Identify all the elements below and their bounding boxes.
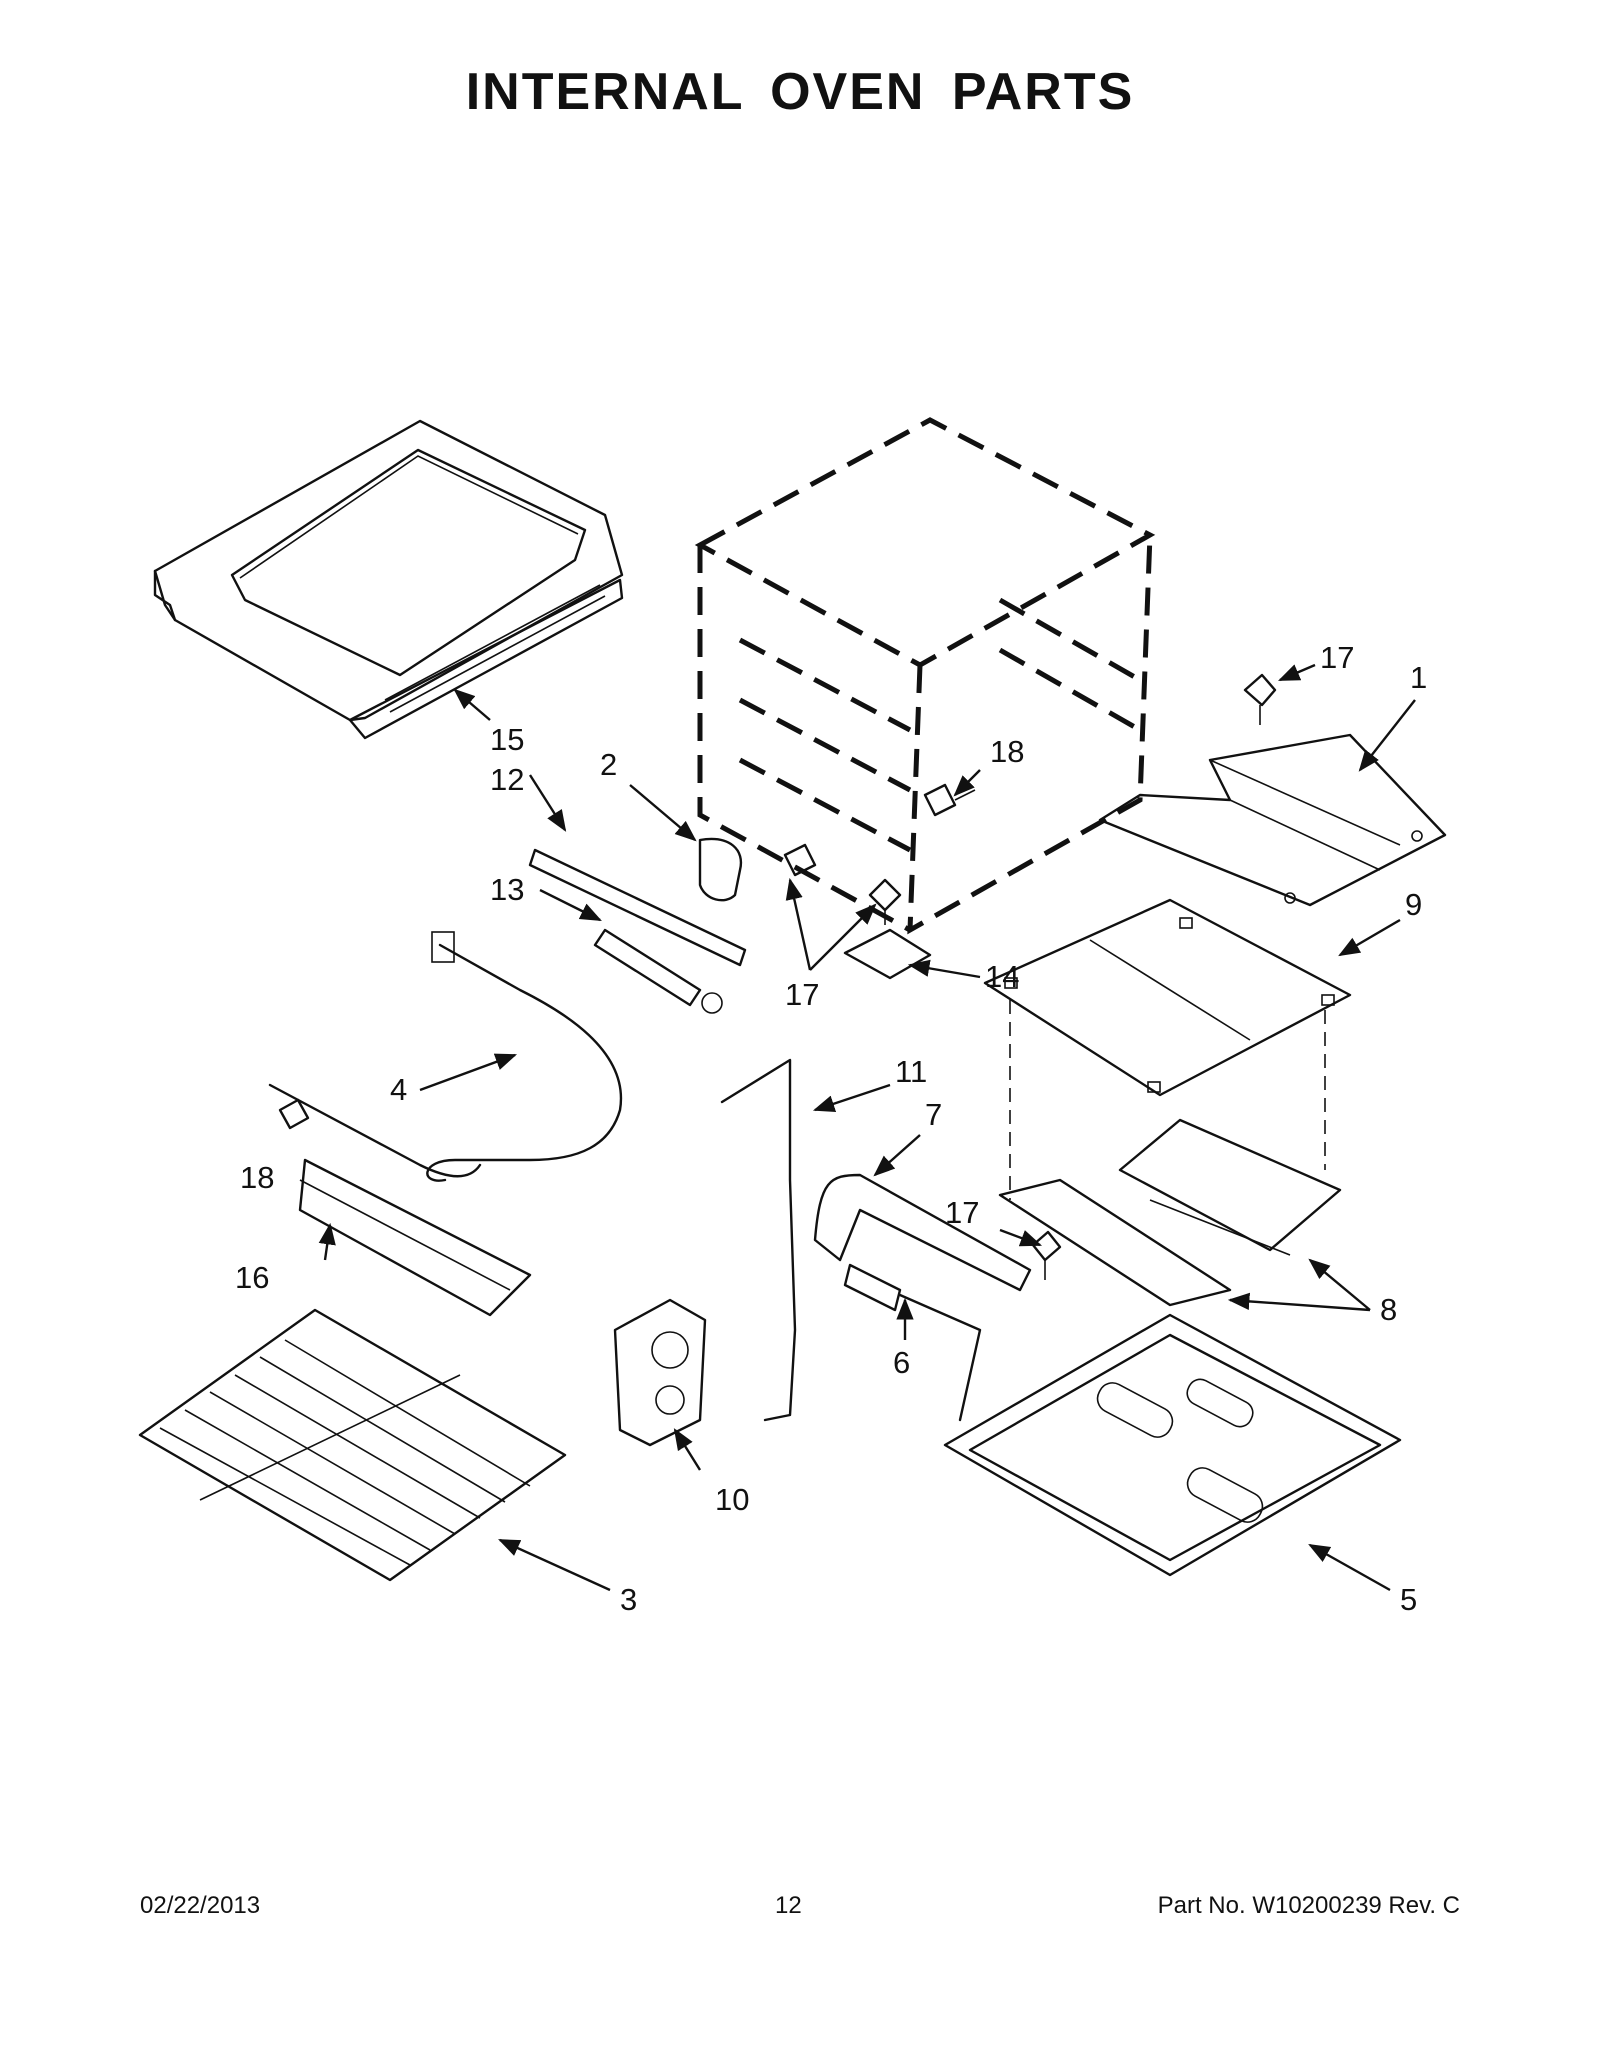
callout-6: 6 (893, 1345, 910, 1380)
footer-date: 02/22/2013 (140, 1892, 261, 1919)
plate-part-14 (843, 928, 932, 980)
heat-shield-part-9 (983, 898, 1352, 1200)
footer-page-number: 12 (775, 1892, 802, 1919)
callout-labels: 1 2 3 4 5 6 7 8 9 10 11 12 13 14 15 16 1… (235, 640, 1427, 1617)
callout-16: 16 (235, 1260, 269, 1295)
callout-18-upper: 18 (990, 734, 1024, 769)
callout-13: 13 (490, 872, 524, 907)
igniter-part-6 (843, 1263, 982, 1422)
callout-1: 1 (1410, 660, 1427, 695)
burner-tube-part-7 (813, 1173, 1032, 1292)
burner-brackets-part-8 (998, 1118, 1342, 1307)
callout-14: 14 (985, 959, 1019, 994)
callout-9: 9 (1405, 887, 1422, 922)
callout-15: 15 (490, 722, 524, 757)
callout-10: 10 (715, 1482, 749, 1517)
burner-assembly (528, 837, 747, 1014)
callout-18-lower: 18 (240, 1160, 274, 1195)
gas-tube-part-11 (720, 1058, 797, 1422)
callout-11: 11 (895, 1054, 927, 1089)
callout-2: 2 (600, 747, 617, 782)
footer-part-number: Part No. W10200239 Rev. C (1157, 1892, 1460, 1919)
bracket-part-16 (298, 1158, 532, 1317)
oven-cavity (694, 417, 1156, 935)
callout-5: 5 (1400, 1582, 1417, 1617)
callout-17-lower: 17 (945, 1195, 979, 1230)
top-cover-part-15 (153, 419, 624, 740)
page-title: INTERNAL OVEN PARTS (465, 63, 1135, 121)
gas-valve-part-10 (613, 1298, 707, 1447)
callout-12: 12 (490, 762, 524, 797)
callout-8: 8 (1380, 1292, 1397, 1327)
oven-rack-part-3 (138, 1308, 567, 1582)
leader-lines (318, 663, 1416, 1592)
floor-panel-part-1 (1098, 733, 1447, 907)
callout-3: 3 (620, 1582, 637, 1617)
callout-17-top: 17 (1320, 640, 1354, 675)
screw-icon (278, 673, 1277, 1280)
bake-element-part-4 (268, 931, 623, 1182)
callout-17-middle: 17 (785, 977, 819, 1012)
callout-7: 7 (925, 1097, 942, 1132)
bottom-pan-part-5 (943, 1313, 1402, 1577)
callout-4: 4 (390, 1072, 407, 1107)
